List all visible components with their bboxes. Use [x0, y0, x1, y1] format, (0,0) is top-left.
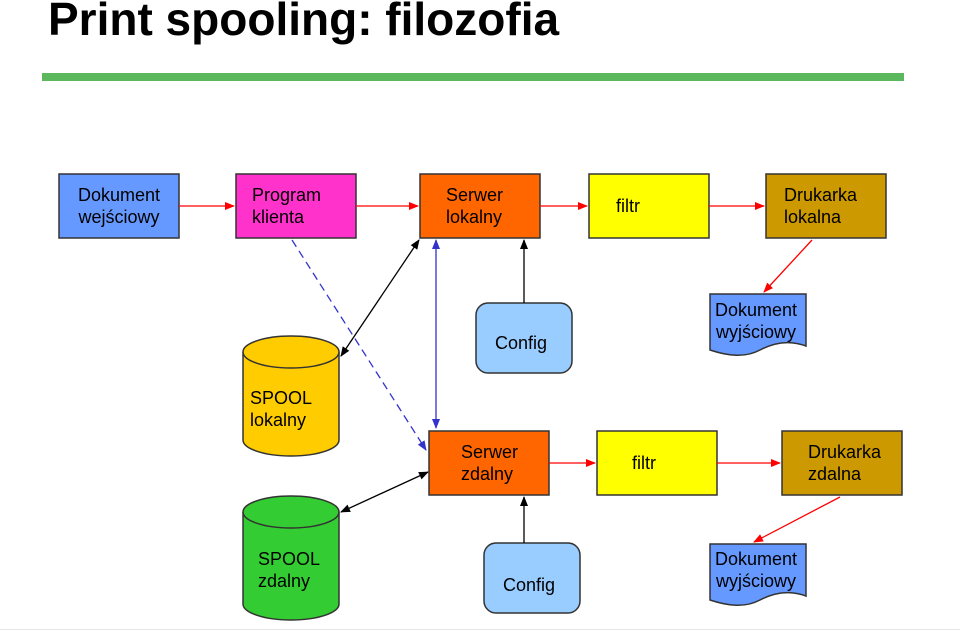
title-underline — [42, 73, 904, 81]
spool-remote-cylinder — [242, 495, 340, 621]
filter-remote-label: filtr — [632, 453, 656, 473]
arrow-printer-to-output-local — [763, 239, 813, 293]
filter-local-box — [588, 173, 710, 239]
local-printer-box — [765, 173, 887, 239]
spool-local-label: SPOOL lokalny — [250, 388, 313, 430]
config-remote-label: Config — [502, 575, 556, 595]
input-doc-label: Dokument wejściowy — [77, 185, 161, 227]
client-program-label: Program klienta — [252, 185, 322, 227]
filter-local-label: filtr — [616, 196, 640, 216]
local-server-box — [419, 173, 541, 239]
spool-remote-label: SPOOL zdalny — [258, 549, 321, 591]
local-server-label: Serwer lokalny — [446, 185, 504, 227]
local-printer-label: Drukarka lokalna — [784, 185, 858, 227]
config-local-label: Config — [494, 333, 548, 353]
page-title: Print spooling: filozofia — [48, 0, 560, 45]
arrow-spool-local-to-local-server — [340, 239, 420, 357]
remote-server-label: Serwer zdalny — [461, 442, 519, 484]
arrow-client-to-remote-server — [291, 239, 427, 451]
bottom-divider — [0, 629, 960, 630]
filter-remote-box — [596, 430, 718, 496]
arrow-remote-printer-to-output — [753, 496, 841, 543]
input-doc-box — [58, 173, 180, 239]
remote-printer-box — [781, 430, 903, 496]
config-remote-box — [483, 542, 581, 614]
output-doc-remote-shape — [709, 543, 807, 606]
output-doc-local-shape — [709, 293, 807, 356]
spool-local-cylinder — [242, 335, 340, 457]
output-doc-local-label: Dokument wyjściowy — [714, 300, 798, 342]
arrow-spool-remote-to-remote-server — [340, 471, 429, 513]
remote-server-box — [428, 430, 550, 496]
output-doc-remote-label: Dokument wyjściowy — [714, 549, 798, 591]
remote-printer-label: Drukarka zdalna — [808, 442, 882, 484]
